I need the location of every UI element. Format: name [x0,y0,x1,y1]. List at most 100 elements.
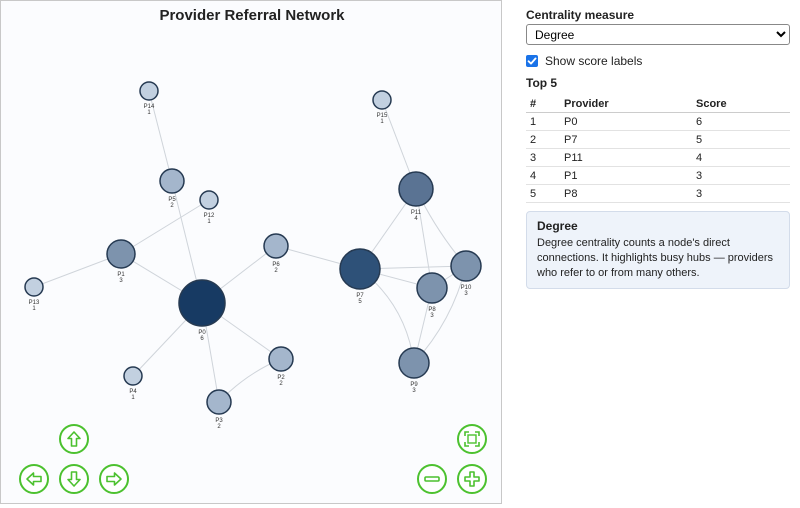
node-label: P7 [356,293,364,299]
node-score-label: 1 [131,395,135,401]
node-score-label: 3 [464,291,468,297]
cell-score: 3 [692,166,790,185]
node-circle[interactable] [206,389,232,415]
node-circle[interactable] [398,171,434,207]
node-label: P3 [215,418,223,424]
plus-icon [464,471,480,487]
side-panel: Centrality measure Degree Show score lab… [526,8,790,289]
node-p7[interactable]: P75 [339,248,381,305]
graph-title: Provider Referral Network [159,7,345,24]
info-title: Degree [537,219,578,233]
arrow-up-icon [67,431,81,447]
column-header-score: Score [692,96,790,113]
node-label: P4 [129,389,137,395]
pan-left-button[interactable] [19,464,49,494]
zoom-in-button[interactable] [457,464,487,494]
node-p1[interactable]: P13 [106,239,136,284]
centrality-measure-select[interactable]: Degree [526,24,790,45]
edge-p1-p12 [120,199,210,255]
node-label: P13 [29,300,40,306]
fit-screen-icon [464,431,480,447]
node-p8[interactable]: P83 [416,272,448,319]
node-label: P12 [204,213,215,219]
node-label: P0 [198,330,206,336]
cell-rank: 3 [526,148,560,167]
node-score-label: 2 [170,203,174,209]
edge-p1-p13 [33,253,122,288]
node-score-label: 2 [274,268,278,274]
node-label: P8 [428,307,436,313]
node-circle[interactable] [398,347,430,379]
checkmark-icon [527,57,537,65]
arrow-right-icon [106,472,122,486]
top-heading: Top 5 [526,76,558,90]
node-label: P9 [410,382,418,388]
node-score-label: 2 [279,381,283,387]
minus-icon [424,476,440,482]
nodes-group: P06P13P22P32P41P52P62P75P83P93P103P114P1… [24,81,482,430]
node-circle[interactable] [24,277,44,297]
pan-down-button[interactable] [59,464,89,494]
node-circle[interactable] [178,279,226,327]
table-header-row: # Provider Score [526,96,790,113]
node-circle[interactable] [199,190,219,210]
node-score-label: 1 [32,306,36,312]
node-score-label: 4 [414,216,418,222]
node-p4[interactable]: P41 [123,366,143,401]
cell-rank: 1 [526,112,560,131]
cell-provider: P1 [560,166,692,185]
node-label: P14 [144,104,155,110]
cell-provider: P11 [560,148,692,167]
node-score-label: 1 [380,119,384,125]
node-circle[interactable] [416,272,448,304]
node-score-label: 3 [412,388,416,394]
show-labels-text[interactable]: Show score labels [545,54,643,68]
info-box: Degree Degree centrality counts a node's… [526,211,790,289]
node-circle[interactable] [139,81,159,101]
node-p9[interactable]: P93 [398,347,430,394]
node-label: P5 [168,197,176,203]
network-graph[interactable]: P06P13P22P32P41P52P62P75P83P93P103P114P1… [1,1,503,505]
node-p2[interactable]: P22 [268,346,294,387]
node-circle[interactable] [450,250,482,282]
node-label: P15 [377,113,388,119]
node-score-label: 3 [119,278,123,284]
pan-right-button[interactable] [99,464,129,494]
cell-score: 4 [692,148,790,167]
node-label: P6 [272,262,280,268]
node-score-label: 3 [430,313,434,319]
show-labels-row[interactable]: Show score labels [526,54,790,68]
node-p5[interactable]: P52 [159,168,185,209]
show-labels-checkbox[interactable] [526,55,538,67]
node-circle[interactable] [123,366,143,386]
node-label: P2 [277,375,285,381]
node-circle[interactable] [372,90,392,110]
cell-score: 5 [692,130,790,149]
pan-up-button[interactable] [59,424,89,454]
info-text: Degree centrality counts a node's direct… [537,237,774,279]
zoom-out-button[interactable] [417,464,447,494]
node-p6[interactable]: P62 [263,233,289,274]
node-circle[interactable] [268,346,294,372]
fit-view-button[interactable] [457,424,487,454]
node-p0[interactable]: P06 [178,279,226,342]
node-score-label: 5 [358,299,362,305]
node-circle[interactable] [339,248,381,290]
cell-provider: P7 [560,130,692,149]
node-circle[interactable] [106,239,136,269]
node-circle[interactable] [263,233,289,259]
node-circle[interactable] [159,168,185,194]
cell-provider: P8 [560,184,692,203]
node-p3[interactable]: P32 [206,389,232,430]
